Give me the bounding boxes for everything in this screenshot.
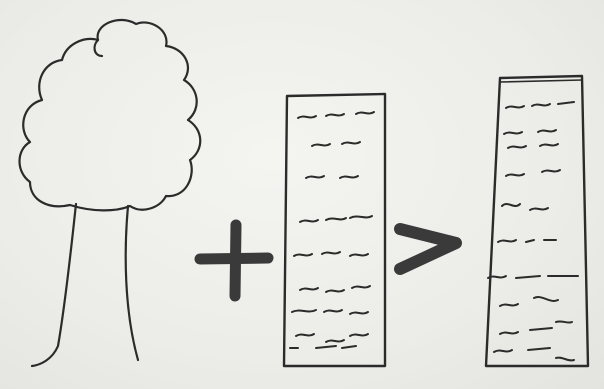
- document-outline: [284, 94, 385, 366]
- tree-icon: [20, 20, 201, 366]
- document-text-lines: [290, 112, 374, 348]
- tree-canopy-curl: [95, 40, 102, 56]
- tree-canopy: [20, 20, 201, 210]
- document-icon-output: [486, 76, 588, 366]
- greater-than-icon: [400, 229, 456, 269]
- document-text-lines: [488, 102, 578, 360]
- tree-trunk-right: [126, 206, 138, 360]
- plus-icon: [200, 225, 268, 296]
- document-icon-input: [284, 94, 385, 366]
- tree-trunk-left: [32, 204, 76, 366]
- document-top-edge: [500, 80, 582, 82]
